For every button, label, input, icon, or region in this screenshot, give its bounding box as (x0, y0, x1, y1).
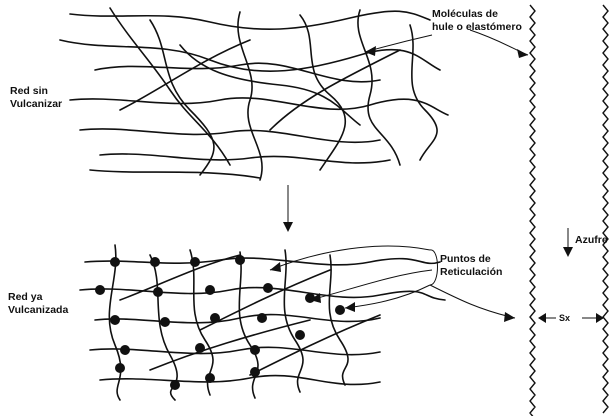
fiber (85, 258, 440, 265)
fiber (90, 170, 260, 178)
crosslink-point (120, 345, 130, 355)
crosslink-point (95, 285, 105, 295)
crosslink-point (210, 313, 220, 323)
chain-right (603, 5, 608, 413)
crosslink-label-line1: Puntos de (440, 253, 491, 265)
crosslink-point (110, 257, 120, 267)
fiber (110, 8, 230, 165)
crosslink-point (205, 373, 215, 383)
crosslink-label-line2: Reticulación (440, 266, 502, 278)
crosslink-point (257, 313, 267, 323)
fiber (95, 315, 380, 323)
sulfur-arrow (563, 228, 573, 257)
crosslink-point (150, 257, 160, 267)
crosslink-point (110, 315, 120, 325)
crosslink-point (115, 363, 125, 373)
crosslink-point (295, 330, 305, 340)
unvulcanized-label-line2: Vulcanizar (10, 98, 62, 110)
fiber (100, 154, 390, 163)
unvulcanized-label-line1: Red sin (10, 85, 48, 97)
chain-left (530, 5, 535, 416)
crosslink-point (205, 285, 215, 295)
fiber (70, 11, 430, 29)
sulfur-bridge-arrow (538, 313, 604, 323)
molecules-label-line2: hule o elastómero (432, 21, 522, 33)
crosslink-point (250, 367, 260, 377)
molecules-pointer (365, 35, 432, 56)
unvulcanized-network (60, 8, 448, 180)
molecules-pointer-right (470, 30, 528, 58)
crosslink-point (153, 287, 163, 297)
crosslink-point (250, 345, 260, 355)
sulfur-label: Azufre (575, 234, 608, 246)
fiber (80, 129, 380, 142)
fiber (410, 25, 437, 160)
fiber (250, 315, 380, 375)
network-transition-arrow (283, 185, 293, 232)
crosslink-point (170, 380, 180, 390)
fiber (284, 250, 303, 392)
fiber (150, 20, 214, 175)
crosslink-point (235, 255, 245, 265)
fiber (90, 347, 380, 354)
crosslink-point (335, 305, 345, 315)
fiber (238, 12, 262, 180)
molecules-label-line1: Moléculas de (432, 8, 498, 20)
crosslink-point (160, 317, 170, 327)
crosslink-point (263, 283, 273, 293)
fiber (100, 376, 380, 385)
sulfur-bridge-label: Sx (559, 313, 570, 323)
crosslink-point (190, 257, 200, 267)
vulcanized-label-line2: Vulcanizada (8, 304, 68, 316)
crosslink-point (195, 343, 205, 353)
fiber (150, 255, 177, 400)
vulcanized-label-line1: Red ya (8, 291, 43, 303)
crosslink-points (95, 255, 345, 390)
fiber (300, 15, 345, 170)
rubber-chain-schematic (530, 5, 608, 416)
